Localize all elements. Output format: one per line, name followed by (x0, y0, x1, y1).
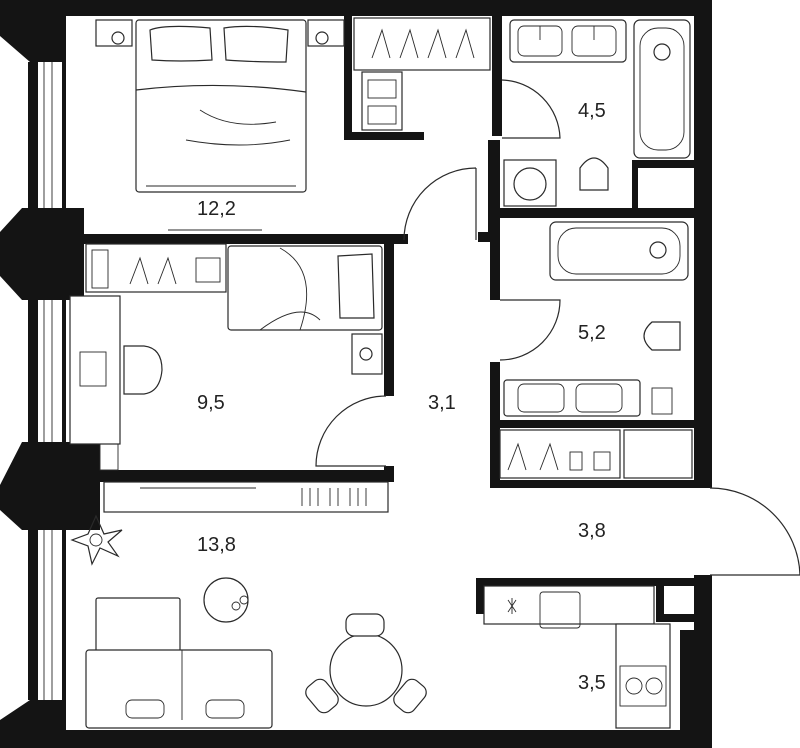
chair-icon (345, 613, 385, 637)
chair-icon (305, 678, 339, 714)
sofa-icon (85, 597, 273, 729)
room-area-living-room: 13,8 (197, 534, 236, 556)
desk-icon (69, 295, 121, 471)
washing-machine-icon (503, 159, 557, 207)
room-area-labels: 12,2 4,5 9,5 3,1 5,2 13,8 3,8 3,5 (197, 100, 606, 694)
window-icon (43, 62, 262, 700)
room-area-bathroom-2: 5,2 (578, 322, 606, 344)
room-area-bathroom-1: 4,5 (578, 100, 606, 122)
room-area-hallway: 3,1 (428, 392, 456, 414)
toilet-icon (579, 157, 609, 191)
tv-stand (103, 481, 389, 513)
dining-table-icon (305, 613, 427, 714)
bathroom-2-fixtures (503, 221, 689, 417)
room-area-entrance-hall: 3,8 (578, 520, 606, 542)
room-area-kitchen: 3,5 (578, 672, 606, 694)
bathtub-icon (633, 19, 691, 159)
bathtub-icon (549, 221, 689, 281)
room-area-bedroom-1: 12,2 (197, 198, 236, 220)
wardrobe-icon (499, 429, 693, 479)
stove-icon (619, 665, 667, 707)
toilet-icon (643, 321, 681, 351)
walls (0, 0, 712, 748)
sink-icon (509, 19, 627, 63)
door-icon (315, 79, 800, 576)
kitchen-counter (483, 585, 671, 729)
coffee-table (203, 577, 249, 623)
wardrobe-icon (85, 243, 227, 293)
chair-icon (123, 345, 163, 395)
room-area-bedroom-2: 9,5 (197, 392, 225, 414)
bed-icon (95, 19, 345, 193)
sink-icon (539, 591, 581, 629)
wardrobe-icon (353, 17, 491, 131)
bathroom-1-fixtures (503, 19, 691, 207)
bed-icon (227, 245, 383, 375)
chair-icon (393, 678, 427, 714)
sink-icon (503, 379, 641, 417)
plant-icon (70, 514, 123, 566)
plant-icon (507, 598, 517, 614)
